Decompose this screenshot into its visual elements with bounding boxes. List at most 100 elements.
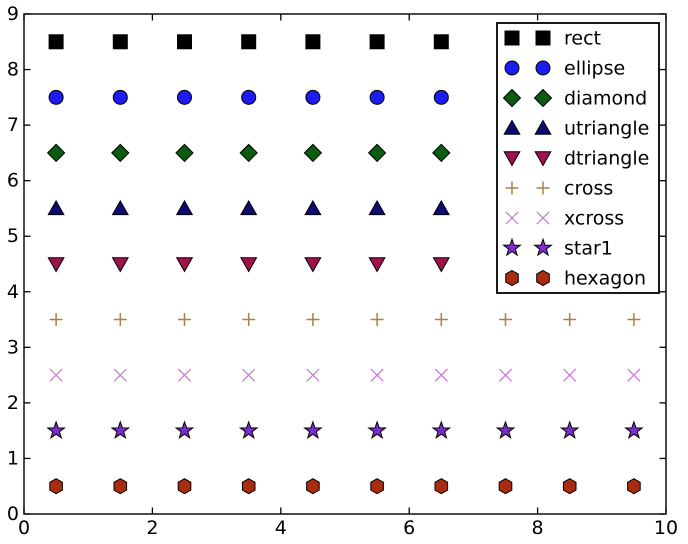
marker-cross [370, 313, 384, 327]
marker-cross [242, 313, 256, 327]
marker-utriangle [47, 199, 65, 216]
legend-marker-cross [505, 181, 519, 195]
y-tick-label: 2 [7, 392, 19, 414]
marker-hexagon [434, 478, 449, 495]
marker-rect [177, 34, 192, 50]
legend-entry-utriangle: utriangle [503, 118, 649, 140]
marker-diamond [46, 143, 66, 163]
marker-dtriangle [240, 257, 258, 273]
marker-star1 [46, 420, 66, 440]
marker-dtriangle [368, 257, 386, 273]
marker-ellipse [305, 89, 321, 105]
y-tick-label: 3 [7, 336, 19, 358]
marker-xcross [177, 368, 192, 382]
marker-rect [369, 34, 385, 50]
marker-utriangle [432, 199, 450, 216]
marker-diamond [303, 143, 323, 163]
legend-label: star1 [564, 238, 613, 260]
legend-label: ellipse [564, 58, 625, 80]
marker-cross [306, 313, 320, 327]
marker-hexagon [49, 478, 63, 495]
marker-ellipse [177, 89, 192, 105]
y-tick-label: 8 [7, 59, 19, 81]
marker-xcross [498, 368, 513, 382]
x-tick-label: 6 [403, 517, 415, 539]
marker-hexagon [177, 478, 192, 495]
legend-marker-xcross [536, 211, 550, 225]
y-tick-label: 7 [7, 114, 19, 136]
marker-utriangle [111, 199, 129, 216]
marker-ellipse [48, 89, 64, 105]
legend-marker-utriangle [503, 119, 521, 135]
legend-marker-hexagon [505, 269, 519, 287]
marker-diamond [239, 143, 258, 163]
marker-star1 [110, 420, 131, 440]
marker-hexagon [562, 478, 577, 495]
legend-marker-cross [536, 181, 550, 195]
legend-label: utriangle [564, 118, 649, 140]
marker-hexagon [306, 478, 320, 495]
marker-diamond [432, 143, 451, 163]
marker-rect [305, 34, 321, 50]
marker-star1 [495, 420, 516, 440]
marker-diamond [175, 143, 194, 163]
marker-cross [178, 313, 191, 327]
x-tick-label: 0 [18, 517, 30, 539]
y-tick-label: 6 [7, 170, 19, 192]
marker-rect [241, 34, 257, 50]
marker-xcross [370, 368, 384, 382]
x-tick-label: 8 [532, 517, 544, 539]
marker-hexagon [498, 478, 513, 495]
marker-star1 [303, 420, 323, 440]
legend-entry-cross: cross [505, 178, 613, 200]
marker-star1 [238, 420, 259, 440]
marker-diamond [367, 143, 387, 163]
marker-utriangle [240, 199, 258, 216]
y-tick-label: 0 [7, 503, 19, 525]
marker-xcross [113, 368, 127, 382]
legend-marker-hexagon [536, 269, 550, 287]
marker-cross [434, 313, 448, 327]
y-tick-label: 9 [7, 3, 19, 25]
legend-marker-rect [535, 30, 551, 46]
marker-ellipse [369, 89, 385, 105]
marker-rect [112, 34, 128, 50]
marker-hexagon [241, 478, 256, 495]
legend-entry-hexagon: hexagon [505, 268, 646, 290]
marker-xcross [306, 368, 320, 382]
marker-hexagon [113, 478, 128, 495]
legend-marker-rect [504, 30, 520, 46]
legend-marker-diamond [502, 88, 522, 108]
x-tick-label: 2 [146, 517, 158, 539]
marker-dtriangle [432, 257, 450, 273]
marker-utriangle [175, 199, 194, 216]
legend-marker-xcross [505, 211, 519, 225]
marker-diamond [111, 143, 130, 163]
legend-marker-dtriangle [503, 151, 521, 167]
legend-entry-dtriangle: dtriangle [503, 148, 649, 170]
legend-entry-diamond: diamond [502, 88, 647, 110]
legend-label: cross [564, 178, 613, 200]
marker-star1 [624, 420, 644, 440]
marker-xcross [627, 368, 641, 382]
legend-label: hexagon [564, 268, 646, 290]
legend-entry-star1: star1 [502, 238, 613, 260]
marker-xcross [434, 368, 448, 382]
marker-xcross [242, 368, 256, 382]
marker-cross [113, 313, 127, 327]
legend-marker-diamond [533, 88, 553, 108]
marker-ellipse [112, 89, 128, 105]
marker-cross [563, 313, 577, 327]
legend-entry-rect: rect [504, 28, 601, 50]
legend-marker-ellipse [504, 60, 520, 76]
marker-dtriangle [111, 257, 129, 273]
legend-label: dtriangle [564, 148, 649, 170]
marker-ellipse [433, 89, 449, 105]
marker-cross [49, 313, 63, 327]
marker-hexagon [370, 478, 384, 495]
legend-entry-ellipse: ellipse [504, 58, 625, 80]
marker-dtriangle [175, 257, 194, 273]
marker-rect [433, 34, 449, 50]
